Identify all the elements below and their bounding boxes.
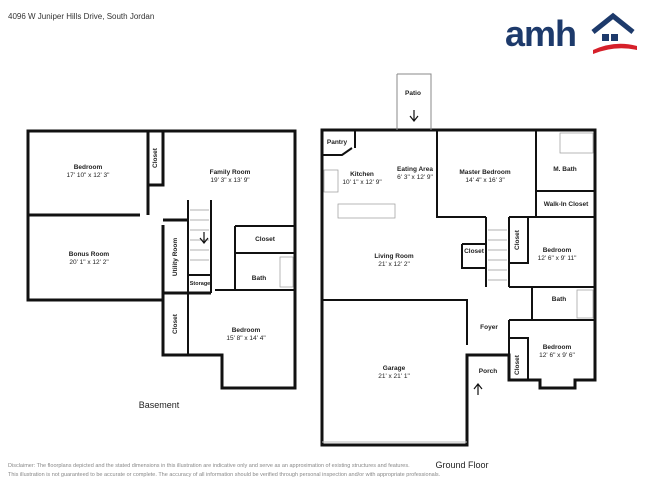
room-porch: Porch	[478, 368, 498, 375]
disclaimer-line-2: This illustration is not guaranteed to b…	[8, 472, 441, 478]
floor-label-ground: Ground Floor	[435, 460, 489, 470]
room-master-bath: M. Bath	[553, 166, 577, 173]
basement-walls	[26, 129, 297, 390]
room-bath-basement: Bath	[251, 275, 267, 282]
property-address: 4096 W Juniper Hills Drive, South Jordan	[8, 12, 155, 21]
room-closet-basement-2: Closet	[255, 236, 275, 243]
room-closet-ground-2: Closet	[514, 230, 521, 250]
room-closet-ground-1: Closet	[464, 248, 484, 255]
logo-text: amh	[505, 13, 577, 54]
house-icon	[591, 12, 637, 54]
disclaimer-line-1: Disclaimer: The floorplans depicted and …	[8, 463, 410, 469]
room-foyer: Foyer	[480, 324, 498, 331]
room-pantry: Pantry	[326, 139, 348, 146]
disclaimer: Disclaimer: The floorplans depicted and …	[8, 462, 440, 480]
floor-label-basement: Basement	[138, 400, 180, 410]
room-bath-ground: Bath	[551, 296, 567, 303]
room-closet-ground-3: Closet	[514, 355, 521, 375]
room-patio: Patio	[405, 90, 421, 97]
room-walk-in-closet: Walk-In Closet	[543, 201, 589, 208]
room-closet-basement-3: Closet	[172, 314, 179, 334]
amh-logo: amh	[505, 10, 640, 55]
ground-walls	[320, 73, 597, 447]
room-utility-room: Utility Room	[172, 237, 179, 277]
room-storage: Storage	[189, 281, 211, 287]
room-closet-basement-1: Closet	[152, 148, 159, 168]
